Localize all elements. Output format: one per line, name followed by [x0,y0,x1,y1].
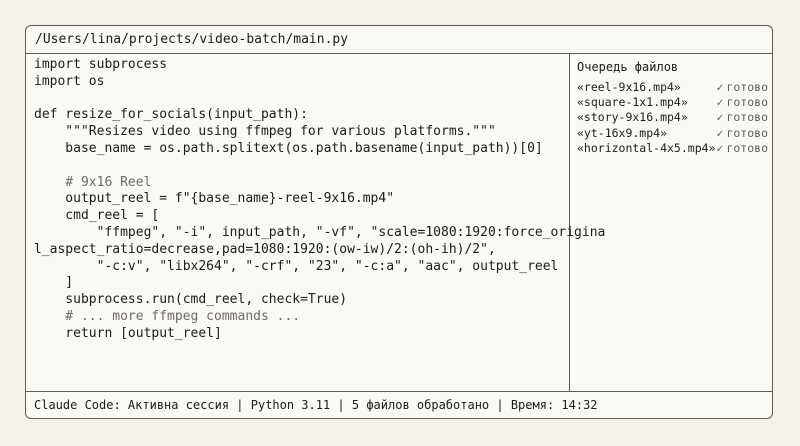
code-line [34,91,569,108]
code-line: def resize_for_socials(input_path): [34,107,308,123]
queue-item-filename: «square-1x1.mp4» [577,95,688,110]
code-line: import os [34,73,105,89]
file-queue-panel: Очередь файлов «reel-9x16.mp4»✓готово«sq… [570,54,774,392]
code-line [34,158,569,175]
code-line: l_aspect_ratio=decrease,pad=1080:1920:(o… [34,241,496,257]
queue-item-status: ✓готово [717,95,768,110]
queue-item[interactable]: «story-9x16.mp4» ✓готово [577,110,768,125]
queue-item-status: ✓готово [717,80,768,95]
queue-item-status: ✓готово [717,110,768,125]
code-line: # ... more ffmpeg commands ... [34,308,301,324]
queue-item[interactable]: «yt-16x9.mp4» ✓готово [577,126,768,141]
file-path-title: /Users/lina/projects/video-batch/main.py [26,26,772,54]
code-line: # 9x16 Reel [34,174,152,190]
code-line: import subprocess [34,57,168,72]
queue-item-status-label: готово [726,110,768,125]
checkmark-icon: ✓ [716,125,724,140]
queue-item-filename: «reel-9x16.mp4» [577,80,681,94]
queue-item-status: ✓готово [717,141,768,156]
queue-item-filename: «story-9x16.mp4» [577,110,688,125]
checkmark-icon: ✓ [716,140,724,155]
file-queue-list: «reel-9x16.mp4»✓готово«square-1x1.mp4»✓г… [577,80,768,156]
code-line: output_reel = f"{base_name}-reel-9x16.mp… [34,191,395,207]
code-line: return [output_reel] [34,325,222,341]
code-line: cmd_reel = [ [34,208,160,224]
queue-item-status: ✓готово [717,126,768,141]
code-line: ] [34,275,74,291]
code-line: "-c:v", "libx264", "-crf", "23", "-c:a",… [34,258,559,274]
checkmark-icon: ✓ [716,95,724,110]
queue-item-status-label: готово [726,125,768,140]
file-queue-title: Очередь файлов [577,60,679,74]
code-line: base_name = os.path.splitext(os.path.bas… [34,140,543,156]
queue-item-filename: «yt-16x9.mp4» [577,125,668,140]
queue-item-filename: «horizontal-4x5.mp4» [577,140,716,155]
code-line: "ffmpeg", "-i", input_path, "-vf", "scal… [34,224,606,240]
queue-item[interactable]: «reel-9x16.mp4» ✓готово [577,80,768,95]
checkmark-icon: ✓ [716,110,724,125]
code-line: subprocess.run(cmd_reel, check=True) [34,292,348,308]
queue-item[interactable]: «square-1x1.mp4» ✓готово [577,95,768,110]
code-line: """Resizes video using ffmpeg for variou… [34,124,496,140]
status-bar: Claude Code: Активна сессия | Python 3.1… [26,391,772,418]
queue-item-status-label: готово [726,140,768,155]
queue-item[interactable]: «horizontal-4x5.mp4»✓готово [577,141,768,156]
checkmark-icon: ✓ [716,80,724,94]
queue-item-status-label: готово [726,95,768,110]
editor-window: /Users/lina/projects/video-batch/main.py… [25,25,773,419]
queue-item-status-label: готово [726,80,768,94]
